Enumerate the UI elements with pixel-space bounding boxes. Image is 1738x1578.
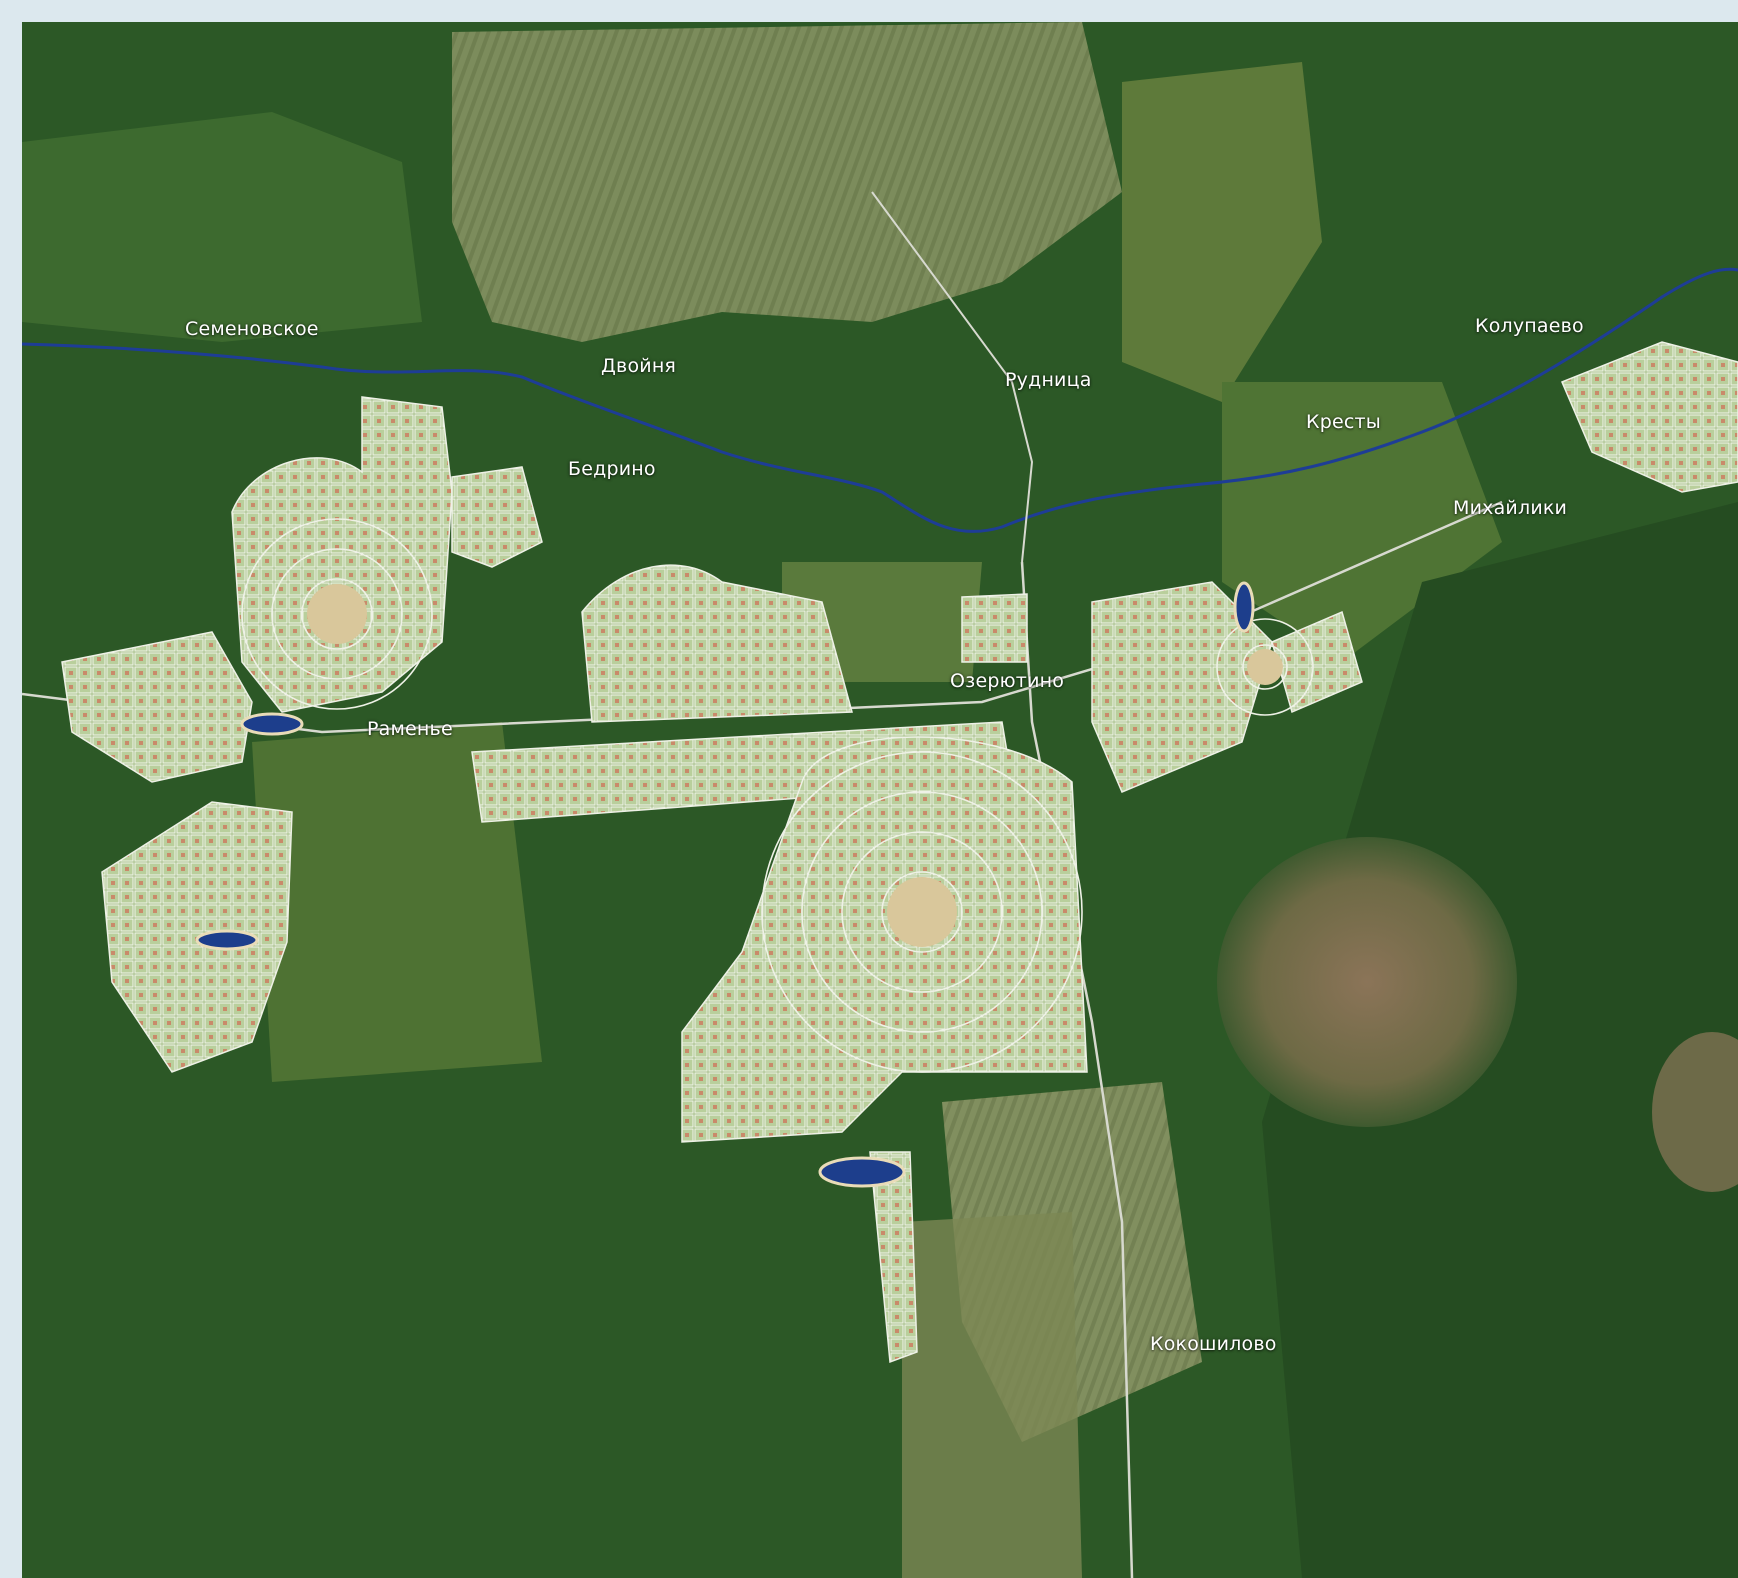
pond-east xyxy=(1233,581,1255,633)
circular-layout-east xyxy=(1216,618,1314,716)
northeast-field xyxy=(1122,62,1322,402)
plaza-east xyxy=(1247,649,1283,685)
bog xyxy=(1217,837,1517,1127)
settlement-central-north xyxy=(581,564,853,723)
settlement-south-spur xyxy=(869,1151,918,1364)
label-rudnitsa: Рудница xyxy=(1005,369,1092,391)
map-canvas xyxy=(22,22,1738,1578)
pond-south xyxy=(818,1156,906,1188)
southwest-fields xyxy=(252,722,542,1082)
northwest-meadow xyxy=(22,112,422,342)
label-kokoshilovo: Кокошилово xyxy=(1150,1333,1277,1355)
pond-southwest xyxy=(195,929,259,951)
settlement-central-circle xyxy=(681,736,1088,1143)
settlement-ozeryutino xyxy=(1091,581,1273,793)
bog-small xyxy=(1652,1032,1738,1192)
label-ramenye: Раменье xyxy=(367,718,453,740)
label-ozeryutino: Озерютино xyxy=(950,670,1065,692)
rudnitsa-road xyxy=(871,191,1034,563)
settlement-kolupaevo xyxy=(1561,341,1738,493)
north-south-road xyxy=(1020,561,1134,1578)
label-kresty: Кресты xyxy=(1306,411,1381,433)
label-semenovskoe: Семеновское xyxy=(185,318,319,340)
settlement-west xyxy=(61,631,253,783)
label-bedrino: Бедрино xyxy=(568,458,656,480)
settlement-mikhayliki xyxy=(1271,610,1363,714)
southeast-strip xyxy=(902,1212,1082,1578)
settlement-bedrino xyxy=(451,466,543,568)
settlement-rudnitsa-south xyxy=(961,593,1028,663)
plaza-west xyxy=(307,584,367,644)
circular-layout-central xyxy=(761,751,1083,1073)
satellite-map[interactable]: Семеновское Двойня Рудница Колупаево Кре… xyxy=(22,22,1738,1578)
circular-layout-west xyxy=(241,518,433,710)
label-dvoynya: Двойня xyxy=(601,355,677,377)
settlement-semenovskoe xyxy=(231,396,453,713)
river xyxy=(22,267,1738,533)
pond-west xyxy=(240,712,304,736)
north-fields xyxy=(452,22,1122,342)
label-mikhayliki: Михайлики xyxy=(1453,497,1568,519)
label-kolupaevo: Колупаево xyxy=(1475,315,1584,337)
plaza-central xyxy=(887,877,957,947)
